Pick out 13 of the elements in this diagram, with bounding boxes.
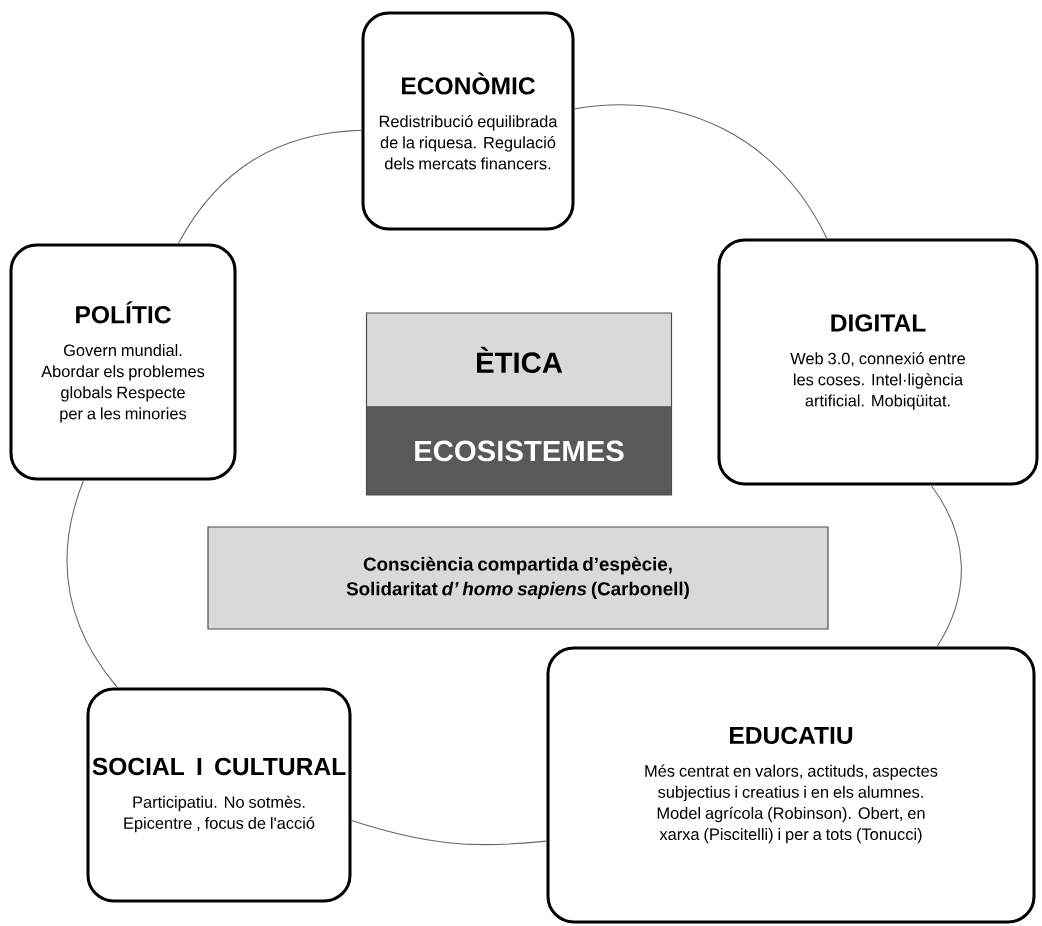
- rounded-box: SOCIAL I CULTURAL Participatiu. No sotmès. Epicentre , focus de l'acció: [86, 687, 352, 903]
- connector-arc: [930, 485, 962, 647]
- rounded-box: DIGITAL Web 3.0, connexió entre les coses. Intel·ligència artificial. Mobiqüitat.: [717, 238, 1039, 486]
- connector-arc: [66, 480, 118, 688]
- label-box: ÈTICA: [365, 312, 673, 408]
- rounded-box: POLÍTIC Govern mundial. Abordar els problemes globals Respecte per a les minories: [9, 243, 237, 481]
- label-box: ECOSISTEMES: [365, 406, 673, 496]
- connector-arc: [574, 104, 828, 239]
- connector-arc: [177, 129, 362, 244]
- label-box: Consciència compartida d’espècie, Solidaritat d’ homo sapiens (Carbonell): [207, 526, 829, 630]
- connector-arc: [351, 820, 547, 846]
- rounded-box: EDUCATIU Més centrat en valors, actituds, aspectes subjectius i creatius i en els alumnes. Model agrícola (Robinson). Obert, en xarxa (Piscitelli) i per a tots (Tonucci): [546, 646, 1036, 924]
- rounded-box: ECONÒMIC Redistribució equilibrada de la riquesa. Regulació dels mercats financers.: [361, 11, 575, 231]
